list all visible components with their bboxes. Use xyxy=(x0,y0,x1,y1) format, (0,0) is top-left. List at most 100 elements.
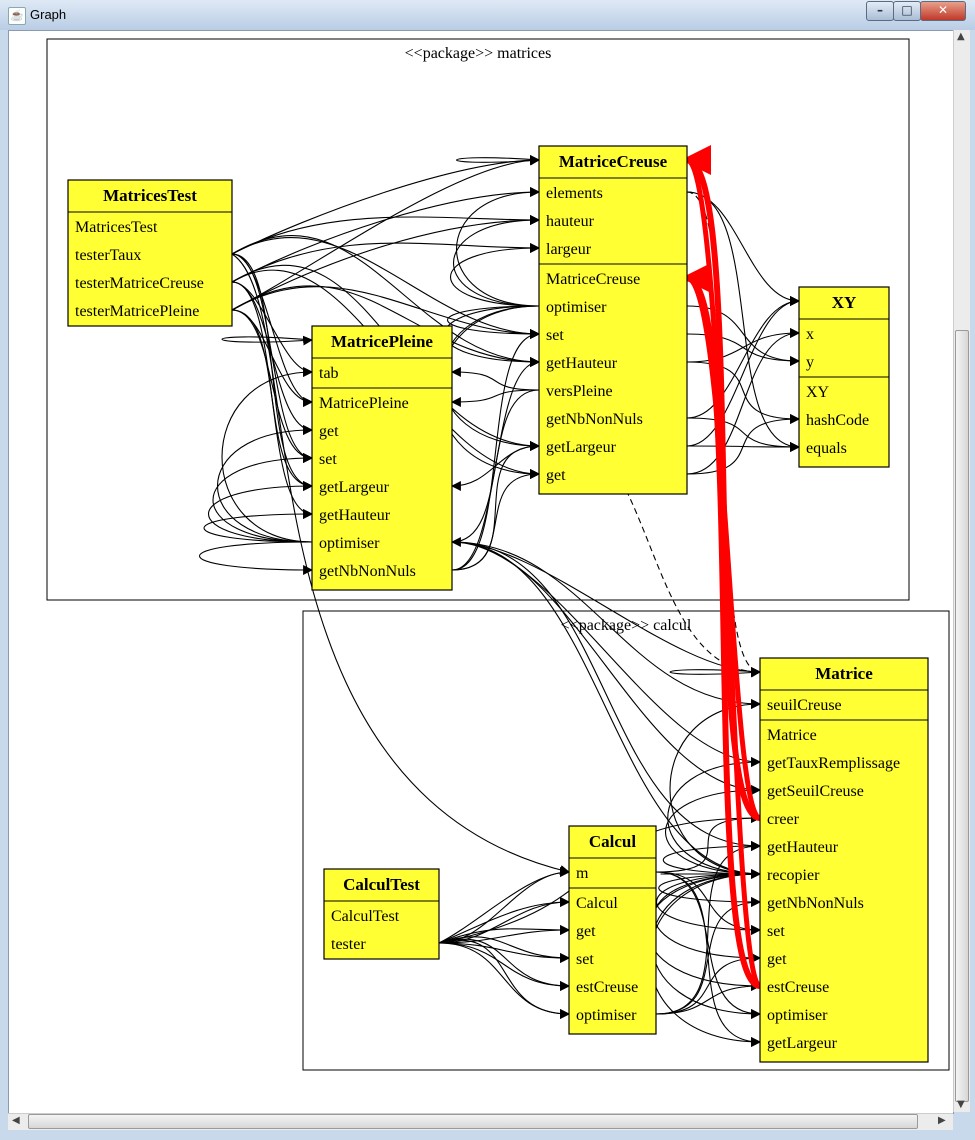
dependency-edge xyxy=(686,328,800,475)
dependency-edge xyxy=(231,215,540,255)
method-MatriceCreuse-get: get xyxy=(546,467,566,484)
method-MatriceCreuse-getNbNonNuls: getNbNonNuls xyxy=(546,411,643,428)
dependency-edge xyxy=(231,242,540,283)
java-app-icon: ☕ xyxy=(8,7,26,25)
dependency-edge xyxy=(451,389,540,407)
dependency-edge xyxy=(686,296,800,447)
class-MatricePleine[interactable]: MatricePleinetabMatricePleinegetsetgetLa… xyxy=(311,325,453,591)
method-MatricesTest-testerMatriceCreuse: testerMatriceCreuse xyxy=(75,275,204,292)
dependency-edge xyxy=(231,155,540,255)
method-MatriceCreuse-getHauteur: getHauteur xyxy=(546,355,618,372)
dependency-edge xyxy=(231,309,313,407)
dependency-edge xyxy=(451,541,761,795)
dependency-edge xyxy=(199,541,313,575)
dependency-edge xyxy=(440,305,540,451)
method-XY-equals: equals xyxy=(806,440,847,457)
method-Matrice-getHauteur: getHauteur xyxy=(767,839,839,856)
dependency-edge xyxy=(451,329,540,571)
maximize-button[interactable]: □ xyxy=(893,1,921,21)
dependency-edge xyxy=(686,191,800,452)
dependency-edge xyxy=(221,367,313,543)
method-Calcul-set: set xyxy=(576,951,594,968)
dependency-edge xyxy=(669,667,761,678)
title-bar: ☕ Graph – □ ✕ xyxy=(0,0,975,30)
method-MatriceCreuse-MatriceCreuse: MatriceCreuse xyxy=(546,271,640,288)
dependency-edge xyxy=(438,938,570,991)
method-MatricePleine-optimiser: optimiser xyxy=(319,535,380,552)
dependency-edge xyxy=(455,155,540,166)
dependency-edge xyxy=(449,243,540,307)
dependency-edge xyxy=(438,942,570,1019)
field-Matrice-seuilCreuse: seuilCreuse xyxy=(767,697,842,714)
dependency-edge xyxy=(231,235,540,367)
scroll-up-arrow-icon[interactable]: ▲ xyxy=(957,31,965,42)
class-MatriceCreuse[interactable]: MatriceCreuseelementshauteurlargeurMatri… xyxy=(538,145,688,495)
class-name-Calcul: Calcul xyxy=(589,832,637,851)
method-MatriceCreuse-getLargeur: getLargeur xyxy=(546,439,617,456)
method-MatricePleine-getNbNonNuls: getNbNonNuls xyxy=(319,563,416,580)
horizontal-scroll-thumb[interactable] xyxy=(28,1114,918,1129)
scroll-left-arrow-icon[interactable]: ◀ xyxy=(12,1115,20,1126)
dependency-edge xyxy=(665,785,761,875)
dependency-edge xyxy=(438,867,570,944)
minimize-button[interactable]: – xyxy=(866,1,894,21)
window-title: Graph xyxy=(30,7,67,22)
scroll-down-arrow-icon[interactable]: ▼ xyxy=(957,1099,965,1110)
class-diagram: <<package>> matrices <<package>> calcul M… xyxy=(46,38,950,1071)
dependency-edge xyxy=(452,215,540,307)
dependency-edge xyxy=(686,305,800,366)
dependency-edge xyxy=(686,442,800,452)
dependency-edge xyxy=(686,417,800,452)
dependency-edge xyxy=(438,939,570,1019)
class-Matrice[interactable]: MatriceseuilCreuseMatricegetTauxRempliss… xyxy=(759,657,929,1063)
close-button[interactable]: ✕ xyxy=(920,1,966,21)
method-MatricesTest-MatricesTest: MatricesTest xyxy=(75,219,158,236)
method-MatricePleine-set: set xyxy=(319,451,337,468)
dependency-edge xyxy=(681,263,762,989)
field-MatricePleine-tab: tab xyxy=(319,365,339,382)
graph-canvas[interactable]: <<package>> matrices <<package>> calcul M… xyxy=(8,30,954,1114)
method-XY-XY: XY xyxy=(806,384,830,401)
class-name-CalculTest: CalculTest xyxy=(343,875,420,894)
method-CalculTest-CalculTest: CalculTest xyxy=(331,908,400,925)
method-Matrice-set: set xyxy=(767,923,785,940)
method-MatriceCreuse-set: set xyxy=(546,327,564,344)
dependency-edge xyxy=(451,357,540,571)
package-calcul xyxy=(302,610,950,1071)
package-label-calcul: <<package>> calcul xyxy=(561,617,692,634)
dependency-edge xyxy=(231,155,540,311)
method-Calcul-optimiser: optimiser xyxy=(576,1007,637,1024)
class-name-XY: XY xyxy=(832,293,857,312)
dependency-edge xyxy=(655,871,761,1019)
scroll-right-arrow-icon[interactable]: ▶ xyxy=(938,1115,946,1126)
dependency-edge xyxy=(682,147,763,989)
dependency-edge xyxy=(221,335,313,346)
dependency-edge xyxy=(451,541,761,767)
method-MatricePleine-getLargeur: getLargeur xyxy=(319,479,390,496)
dependency-edge xyxy=(231,309,313,491)
dependency-edge xyxy=(231,237,540,339)
field-XY-x: x xyxy=(806,326,814,343)
dependency-edge xyxy=(451,541,761,879)
method-MatricePleine-MatricePleine: MatricePleine xyxy=(319,395,409,412)
dependency-edge xyxy=(686,191,761,677)
dependency-edge xyxy=(231,286,540,339)
dependency-edge xyxy=(655,953,761,1015)
dependency-edge xyxy=(451,441,540,571)
vertical-scroll-thumb[interactable] xyxy=(955,330,969,1102)
method-MatriceCreuse-optimiser: optimiser xyxy=(546,299,607,316)
package-label-matrices: <<package>> matrices xyxy=(405,45,552,62)
field-MatriceCreuse-elements: elements xyxy=(546,185,603,202)
dependency-edge xyxy=(208,481,313,543)
dependency-edge xyxy=(686,328,800,363)
method-Matrice-estCreuse: estCreuse xyxy=(767,979,829,996)
class-MatricesTest[interactable]: MatricesTestMatricesTesttesterTauxtester… xyxy=(67,179,233,327)
method-Matrice-getNbNonNuls: getNbNonNuls xyxy=(767,895,864,912)
method-Matrice-getLargeur: getLargeur xyxy=(767,1035,838,1052)
dependency-edge xyxy=(669,699,761,875)
method-CalculTest-tester: tester xyxy=(331,936,366,953)
dependency-edge xyxy=(447,305,540,339)
